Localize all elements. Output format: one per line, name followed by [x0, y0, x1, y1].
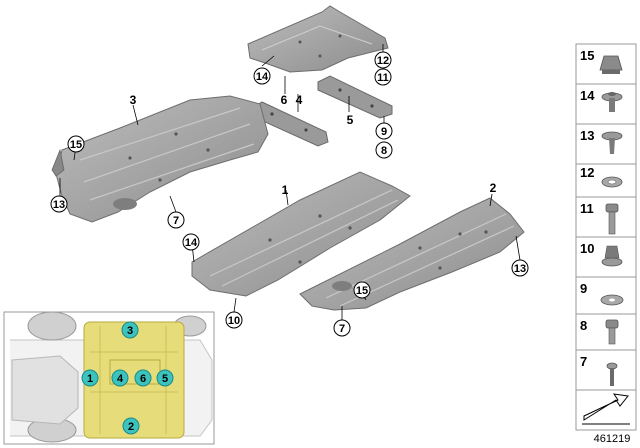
- callout-15-right[interactable]: 15: [353, 281, 371, 299]
- callout-9[interactable]: 9: [375, 122, 393, 140]
- callout-10[interactable]: 10: [225, 311, 243, 329]
- underbody-panel-3[interactable]: [51, 95, 269, 223]
- svg-text:15: 15: [580, 48, 594, 63]
- svg-text:11: 11: [377, 72, 389, 84]
- svg-text:2: 2: [128, 421, 134, 433]
- part-label-2: 2: [490, 181, 497, 195]
- svg-text:7: 7: [173, 215, 179, 227]
- part-label-4: 4: [296, 93, 303, 107]
- callout-13-right[interactable]: 13: [511, 259, 529, 277]
- svg-text:14: 14: [256, 71, 269, 83]
- svg-text:1: 1: [87, 373, 93, 385]
- side-part-9[interactable]: 9: [580, 281, 624, 306]
- callout-14-top[interactable]: 14: [253, 67, 271, 85]
- svg-text:8: 8: [381, 145, 387, 157]
- svg-text:3: 3: [127, 325, 133, 337]
- part-label-3: 3: [130, 93, 137, 107]
- vehicle-locator-inset: [3, 311, 215, 445]
- svg-text:14: 14: [185, 237, 198, 249]
- callout-15-left[interactable]: 15: [67, 135, 85, 153]
- side-part-10[interactable]: 10: [580, 241, 623, 267]
- part-label-5: 5: [347, 113, 354, 127]
- side-part-14[interactable]: 14: [580, 88, 623, 112]
- underbody-panel-1[interactable]: [191, 171, 411, 297]
- locator-marker-6[interactable]: 6: [134, 369, 152, 387]
- svg-text:6: 6: [140, 373, 146, 385]
- underbody-plate-6[interactable]: [247, 5, 389, 73]
- callout-8[interactable]: 8: [375, 141, 393, 159]
- locator-marker-1[interactable]: 1: [81, 369, 99, 387]
- svg-text:15: 15: [70, 139, 82, 151]
- callout-14-center[interactable]: 14: [182, 233, 200, 251]
- svg-text:12: 12: [580, 165, 594, 180]
- arrow-icon: [582, 393, 630, 425]
- svg-text:14: 14: [580, 88, 595, 103]
- callout-7-left[interactable]: 7: [167, 211, 185, 229]
- svg-text:4: 4: [117, 373, 124, 385]
- callout-11[interactable]: 11: [374, 68, 392, 86]
- side-part-8[interactable]: 8: [580, 318, 619, 345]
- svg-text:10: 10: [228, 315, 240, 327]
- locator-marker-3[interactable]: 3: [121, 321, 139, 339]
- locator-marker-5[interactable]: 5: [156, 369, 174, 387]
- svg-text:7: 7: [339, 323, 345, 335]
- svg-text:11: 11: [580, 201, 594, 216]
- side-part-15[interactable]: 15: [580, 48, 623, 74]
- side-part-12[interactable]: 12: [580, 165, 623, 188]
- svg-text:7: 7: [580, 354, 587, 369]
- svg-text:9: 9: [381, 126, 387, 138]
- callout-12[interactable]: 12: [374, 51, 392, 69]
- svg-text:15: 15: [356, 285, 368, 297]
- svg-text:13: 13: [580, 128, 594, 143]
- svg-text:13: 13: [514, 263, 526, 275]
- side-part-11[interactable]: 11: [580, 201, 619, 235]
- callout-13-left[interactable]: 13: [50, 195, 68, 213]
- svg-text:9: 9: [580, 281, 587, 296]
- part-label-6: 6: [281, 93, 288, 107]
- svg-text:8: 8: [580, 318, 587, 333]
- svg-text:13: 13: [53, 199, 65, 211]
- diagram-id: 461219: [594, 433, 631, 445]
- svg-text:5: 5: [162, 373, 168, 385]
- side-part-7[interactable]: 7: [580, 354, 618, 386]
- bracket-5[interactable]: [317, 75, 393, 119]
- callout-7-right[interactable]: 7: [333, 319, 351, 337]
- locator-marker-2[interactable]: 2: [122, 417, 140, 435]
- svg-text:12: 12: [377, 55, 389, 67]
- side-part-13[interactable]: 13: [580, 128, 623, 154]
- svg-text:10: 10: [580, 241, 594, 256]
- part-label-1: 1: [282, 183, 289, 197]
- locator-marker-4[interactable]: 4: [111, 369, 129, 387]
